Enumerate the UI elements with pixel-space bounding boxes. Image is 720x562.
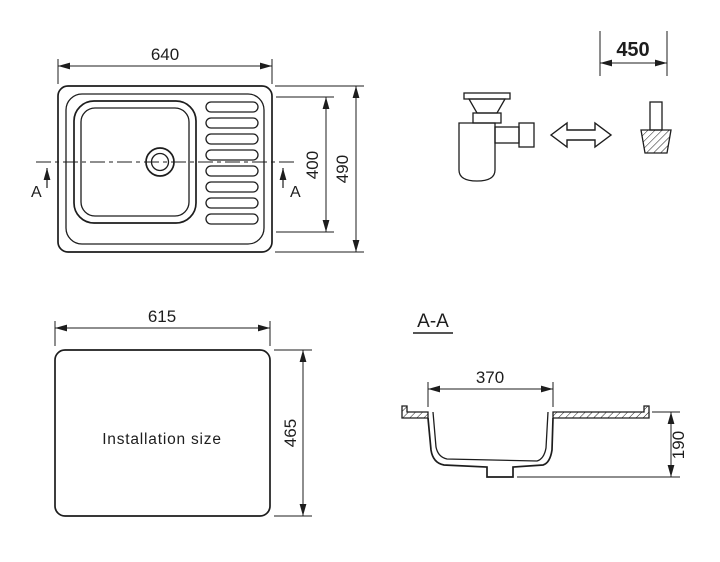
siphon-funnel [467,98,507,114]
bowl-inner-outline [80,107,190,217]
installation-label: Installation size [102,431,222,448]
siphon-bottle [458,122,496,182]
dimension-490: 490 [275,85,364,253]
dimension-465: 465 [274,349,312,517]
drainboard-rib [205,149,259,161]
installation-cutout-rect [54,349,271,517]
dim-490-label: 490 [333,155,352,183]
dim-640-label: 640 [151,45,179,64]
bowl-section-inner [432,411,549,462]
dimension-400: 400 [276,96,334,233]
drain-seal-cone [640,129,672,154]
fittings-view: 450 [458,31,672,182]
drainboard-rib [205,133,259,145]
drainboard-rib [205,197,259,209]
drainboard-rib [205,213,259,225]
drainboard-rib [205,165,259,177]
installation-view: Installation size 615 465 [54,307,312,517]
dimension-450: 450 [599,31,668,76]
drain-tailpiece [649,101,663,131]
section-mark-right-label: A [290,184,301,201]
section-view: A-A 370 190 [401,311,688,478]
drain-fitting-icon [640,101,672,154]
double-arrow-icon [549,121,613,149]
drainboard-rib [205,181,259,193]
dim-450-label: 450 [616,39,649,61]
siphon-nut [472,112,502,124]
dim-190-label: 190 [669,431,688,459]
drainboard-rib [205,117,259,129]
left-flange [401,405,429,419]
sink-outer-edge [57,85,273,253]
siphon-icon [458,92,535,182]
dimension-615: 615 [54,307,271,346]
dimension-370: 370 [427,368,554,407]
bowl-section-outer [427,417,554,478]
dim-615-label: 615 [148,307,176,326]
siphon-outlet-pipe [494,126,520,144]
section-mark-left-label: A [31,184,42,201]
top-view: A A 640 400 490 [31,45,364,253]
dim-400-label: 400 [303,151,322,179]
siphon-strainer [463,92,511,100]
dimension-640: 640 [57,45,273,84]
drainboard-ribs [205,101,259,225]
dimension-190: 190 [517,411,688,478]
section-title: A-A [417,311,449,332]
dim-465-label: 465 [281,419,300,447]
siphon-coupling [518,122,535,148]
dim-370-label: 370 [476,368,504,387]
sink-rim [65,93,265,245]
drainboard-rib [205,101,259,113]
right-flange-drainboard [552,405,650,419]
